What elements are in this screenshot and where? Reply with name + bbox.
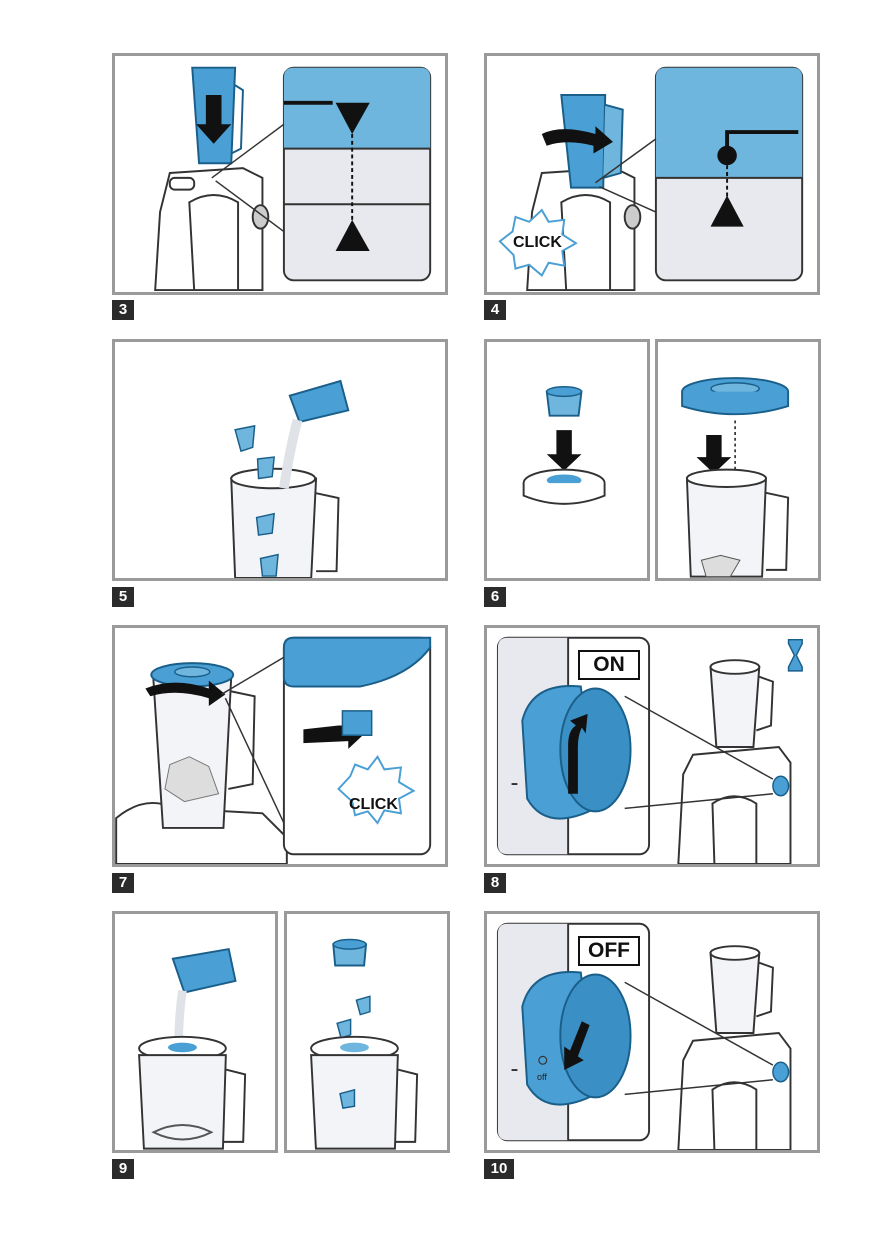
step-number-9: 9 (112, 1159, 134, 1179)
step-4-drawing (498, 66, 804, 292)
step-9-illustration-pour (112, 911, 278, 1153)
step-number-7: 7 (112, 873, 134, 893)
step-number-4: 4 (484, 300, 506, 320)
step-9-drawing-b (310, 938, 419, 1150)
click-label: CLICK (349, 796, 398, 813)
step-7-drawing (115, 636, 432, 864)
step-3-illustration (112, 53, 448, 295)
step-6-illustration-lid-cup (484, 339, 650, 581)
off-small-label: off (537, 1072, 547, 1082)
click-label: CLICK (513, 234, 562, 251)
step-number-3: 3 (112, 300, 134, 320)
step-8-illustration: ON (484, 625, 820, 867)
off-label: OFF (578, 936, 640, 966)
step-8-drawing (496, 636, 803, 864)
on-label: ON (578, 650, 640, 680)
step-6-illustration-lid-jug (655, 339, 821, 581)
step-number-10: 10 (484, 1159, 514, 1179)
step-9-illustration-cubes (284, 911, 450, 1153)
step-9-drawing-a (138, 948, 247, 1150)
step-number-6: 6 (484, 587, 506, 607)
step-number-8: 8 (484, 873, 506, 893)
step-5-drawing (230, 379, 350, 578)
step-3-drawing (154, 66, 432, 292)
step-6-drawing-a (522, 386, 606, 505)
step-10-illustration: OFF off (484, 911, 820, 1153)
step-number-5: 5 (112, 587, 134, 607)
step-6-drawing-b (681, 377, 790, 578)
step-7-illustration: CLICK (112, 625, 448, 867)
step-4-illustration: CLICK (484, 53, 820, 295)
step-5-illustration (112, 339, 448, 581)
step-10-drawing (496, 922, 792, 1150)
